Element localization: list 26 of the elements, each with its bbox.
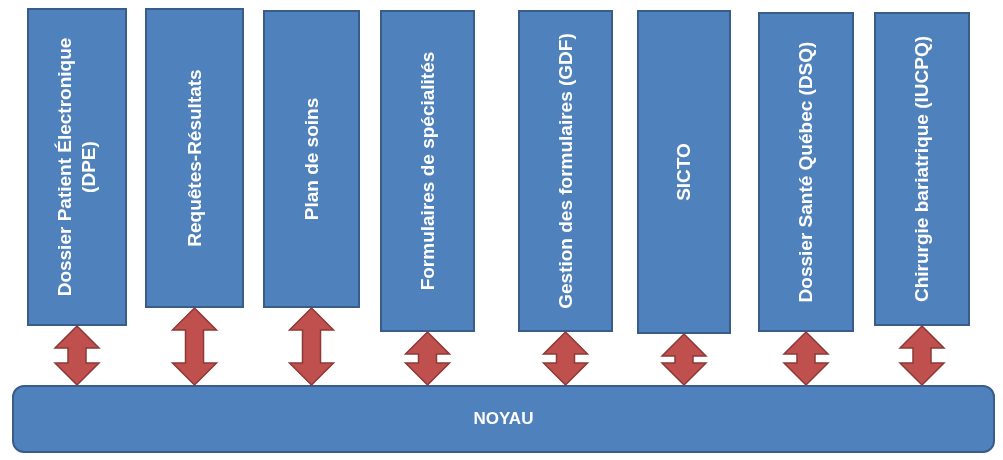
module-label: Dossier Santé Québec (DSQ) (794, 40, 818, 305)
module-box (874, 12, 970, 326)
module-box (380, 10, 475, 332)
module-box (518, 10, 613, 332)
double-arrow (287, 306, 336, 387)
module-label: Plan de soins (299, 96, 323, 223)
module-box (263, 10, 360, 308)
core-bar (12, 385, 995, 453)
module-box (637, 10, 731, 334)
module-label: SICTO (672, 142, 696, 203)
module-label: Formulaires de spécialités (415, 50, 439, 293)
double-arrow (403, 330, 452, 387)
module-box (27, 8, 127, 326)
double-arrow (898, 324, 946, 387)
double-arrow (170, 306, 219, 387)
module-label: Dossier Patient Électronique (DPE) (53, 36, 100, 299)
double-arrow (541, 330, 590, 387)
module-label: Requêtes-Résultats (182, 68, 206, 249)
module-box (758, 12, 854, 332)
double-arrow (53, 324, 101, 387)
module-label: Chirurgie bariatrique (IUCPQ) (910, 35, 934, 304)
core-label: NOYAU (473, 408, 534, 431)
module-label: Gestion des formulaires (GDF) (553, 32, 577, 311)
module-box (145, 8, 244, 308)
double-arrow (782, 330, 830, 387)
double-arrow (660, 332, 708, 387)
